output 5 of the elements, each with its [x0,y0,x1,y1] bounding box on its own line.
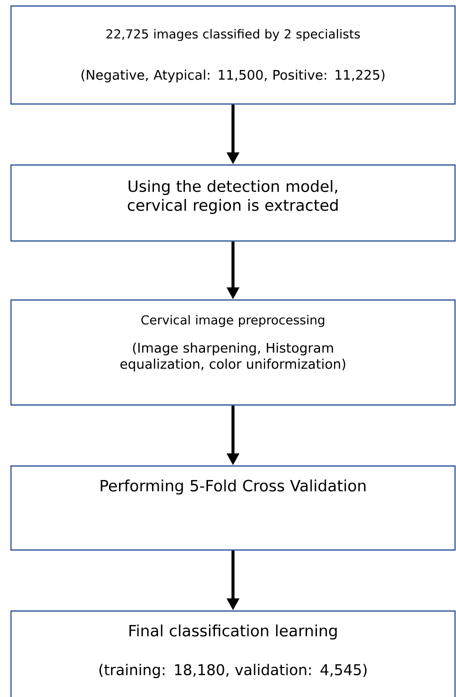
process-box: Using the detection model, cervical region is extracted [10,164,456,242]
process-box: 22,725 images classified by 2 specialists (Negative, Atypical: 11,500, Positive: 11,225) [10,5,456,105]
process-box: Final classification learning (training: 18,180, validation: 4,545) [10,610,456,697]
process-box: Cervical image preprocessing (Image sharpening, Histogram equalization, color uniformization) [10,299,456,406]
process-box: Performing 5-Fold Cross Validation [10,465,456,551]
